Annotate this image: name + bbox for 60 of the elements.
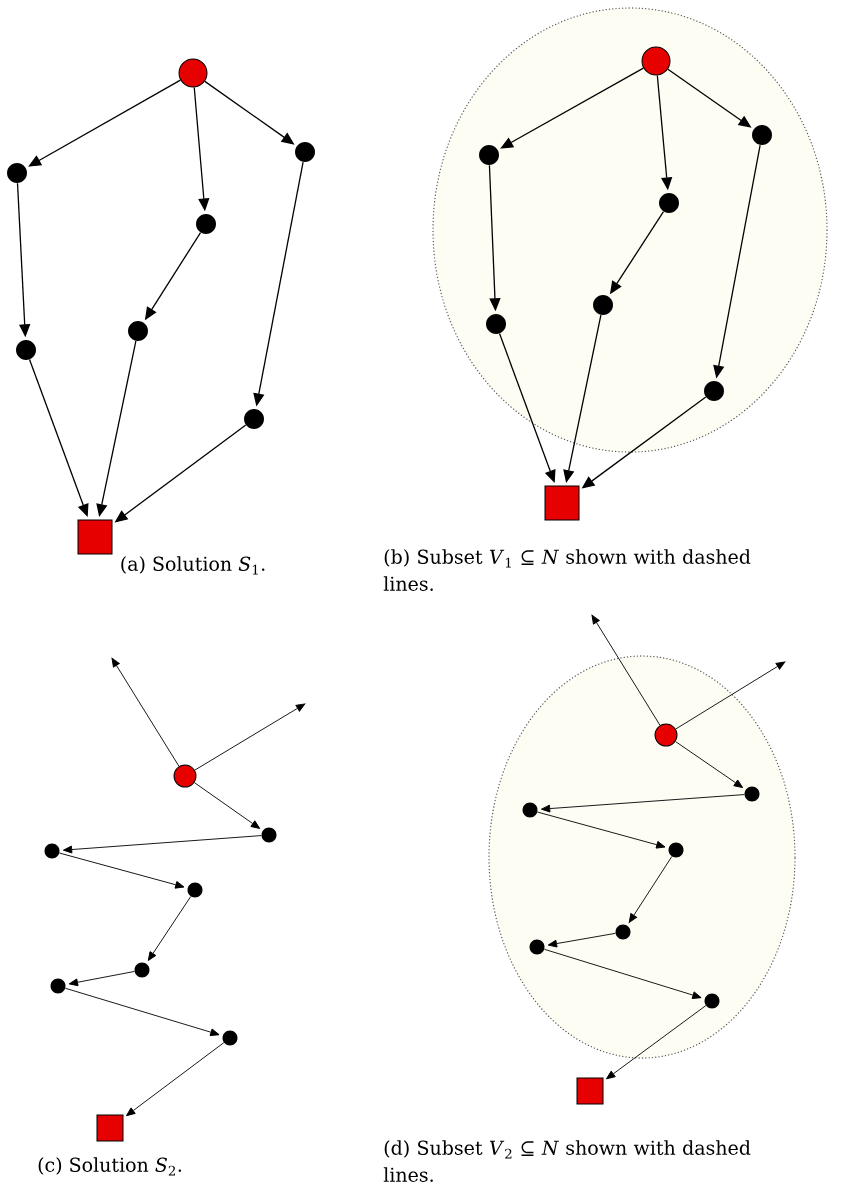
arrow: [500, 67, 644, 149]
arrow: [543, 948, 702, 999]
circle-node: [659, 193, 679, 213]
circle-node: [178, 58, 208, 88]
circle-node: [615, 924, 631, 940]
arrow: [547, 932, 616, 948]
circle-node: [128, 321, 148, 341]
circle-node: [529, 939, 545, 955]
circle-node: [704, 993, 720, 1009]
circle-node: [261, 827, 277, 843]
circle-node: [187, 882, 203, 898]
circle-node: [196, 214, 216, 234]
dotted-ellipse: [488, 655, 796, 1059]
circle-node: [522, 802, 538, 818]
square-node: [77, 519, 113, 555]
arrow: [111, 657, 180, 767]
caption: (d) Subset V$_{2}$ ⊆ N shown with dashed lines.: [383, 1140, 751, 1182]
arrow: [536, 811, 666, 849]
circle-node: [744, 786, 760, 802]
arrow: [96, 340, 137, 517]
arrow: [68, 971, 135, 987]
circle-node: [173, 764, 197, 788]
square-node: [576, 1077, 604, 1105]
circle-node: [134, 962, 150, 978]
arrow: [194, 703, 306, 771]
circle-node: [16, 340, 36, 360]
circle-node: [244, 409, 264, 429]
circle-node: [50, 978, 66, 994]
square-node: [544, 485, 580, 521]
circle-node: [479, 145, 499, 165]
arrow: [675, 741, 744, 788]
circle-node: [641, 46, 671, 76]
circle-node: [295, 142, 315, 162]
square-node: [96, 1114, 124, 1142]
arrow: [675, 661, 786, 730]
circle-node: [7, 163, 27, 183]
circle-node: [704, 381, 724, 401]
arrow: [540, 794, 745, 813]
arrow: [64, 987, 220, 1037]
circle-node: [668, 842, 684, 858]
caption: (c) Solution S$_{2}$.: [38, 1157, 182, 1176]
dotted-ellipse: [432, 7, 828, 453]
arrow: [28, 79, 182, 167]
arrow: [591, 614, 661, 726]
circle-node: [486, 314, 506, 334]
arrow: [563, 314, 602, 483]
arrow: [606, 1005, 707, 1080]
arrow: [628, 856, 673, 923]
circle-node: [44, 843, 60, 859]
arrow: [62, 835, 262, 854]
circle-node: [654, 723, 678, 747]
circle-node: [593, 295, 613, 315]
circle-node: [752, 125, 772, 145]
arrow: [147, 895, 192, 961]
arrow: [59, 852, 185, 889]
circle-node: [222, 1030, 238, 1046]
caption: (b) Subset V$_{1}$ ⊆ N shown with dashed lines.: [383, 549, 751, 591]
arrow: [126, 1042, 225, 1117]
arrow: [193, 782, 261, 829]
caption: (a) Solution S$_{1}$.: [121, 556, 265, 575]
